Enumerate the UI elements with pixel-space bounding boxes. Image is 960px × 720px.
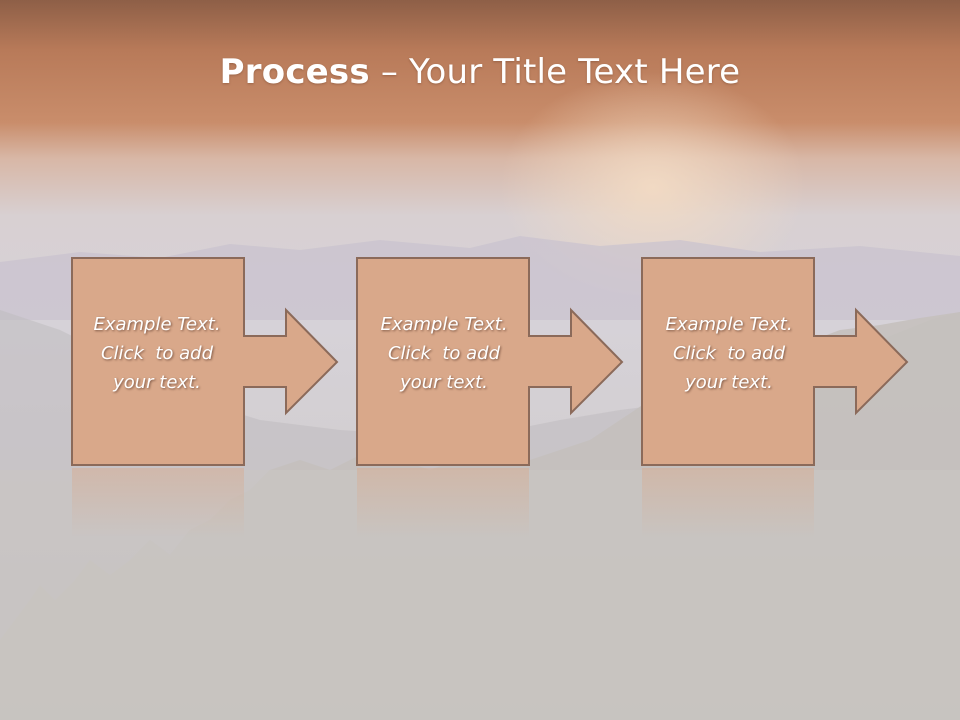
step-box-3[interactable] bbox=[641, 257, 909, 466]
step-line: your text. bbox=[400, 372, 488, 393]
step-text-3[interactable]: Example Text. Click to add your text. bbox=[644, 310, 814, 397]
step-text-1[interactable]: Example Text. Click to add your text. bbox=[72, 310, 242, 397]
step-line: Click to add bbox=[387, 343, 500, 364]
title-bold: Process bbox=[219, 52, 370, 92]
title-dash: – bbox=[369, 52, 410, 92]
title-rest: Your Title Text Here bbox=[409, 52, 741, 92]
step-line: Example Text. bbox=[380, 314, 508, 335]
step-line: Example Text. bbox=[665, 314, 793, 335]
step-line: Click to add bbox=[672, 343, 785, 364]
step-line: Example Text. bbox=[93, 314, 221, 335]
step-text-2[interactable]: Example Text. Click to add your text. bbox=[359, 310, 529, 397]
step-box-1[interactable] bbox=[71, 257, 339, 466]
step-line: your text. bbox=[685, 372, 773, 393]
slide-title[interactable]: Process – Your Title Text Here bbox=[0, 52, 960, 92]
step-line: your text. bbox=[113, 372, 201, 393]
step-box-2[interactable] bbox=[356, 257, 624, 466]
step-reflections bbox=[72, 468, 814, 538]
step-line: Click to add bbox=[100, 343, 213, 364]
